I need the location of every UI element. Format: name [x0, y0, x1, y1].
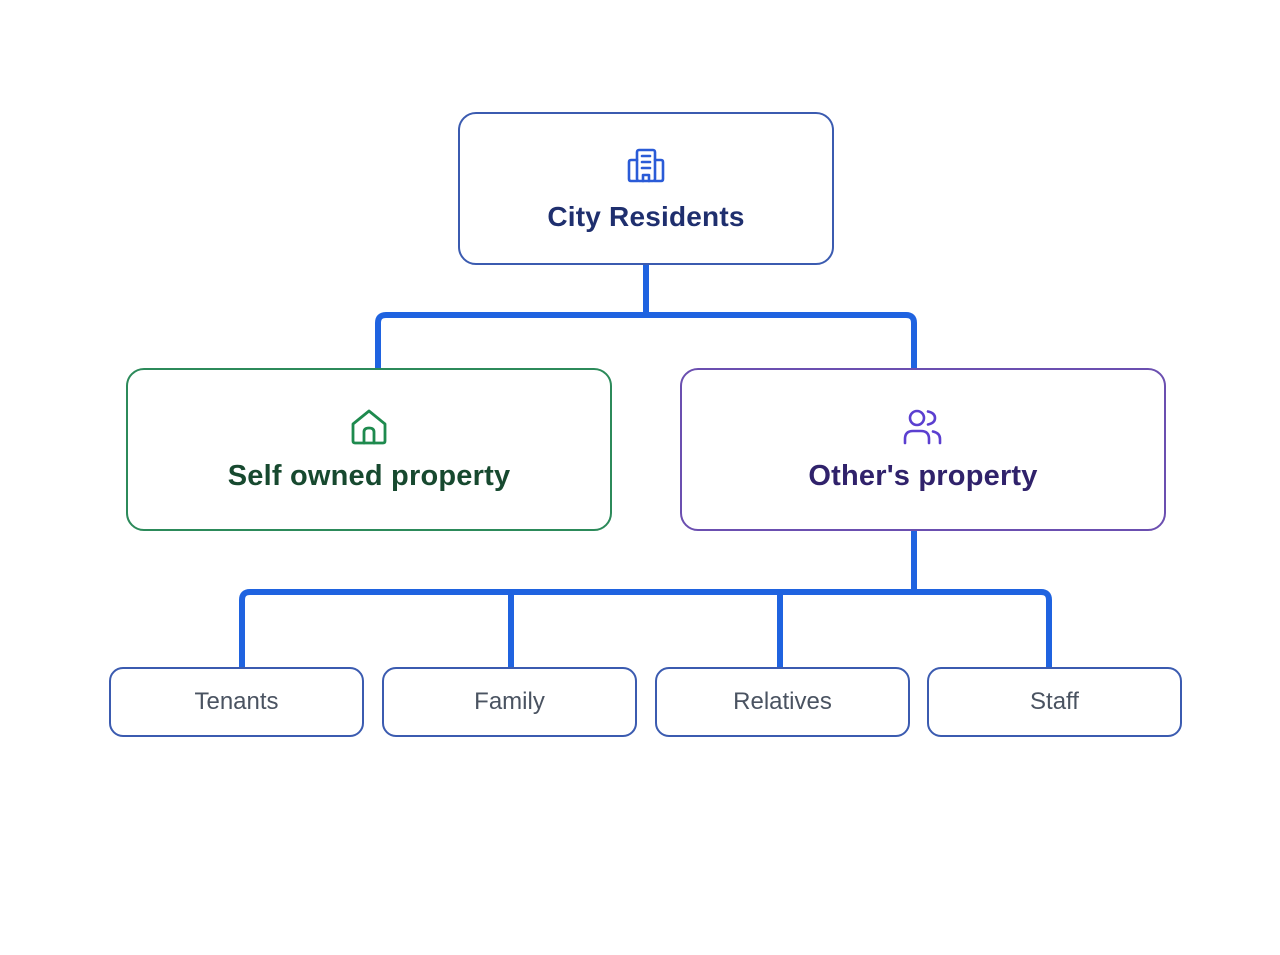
others-property-title: Other's property: [808, 460, 1038, 492]
leaf-label: Tenants: [194, 688, 279, 715]
leaf-label: Family: [474, 688, 545, 715]
root-node: City Residents: [458, 112, 834, 265]
leaf-connector: [239, 589, 1052, 667]
root-title: City Residents: [547, 200, 745, 232]
leaf-node-family: Family: [382, 667, 637, 737]
self-owned-title: Self owned property: [227, 460, 511, 492]
leaf-label: Staff: [1030, 688, 1079, 715]
building-icon: [627, 148, 665, 182]
leaf-label: Relatives: [733, 688, 832, 715]
users-icon: [903, 409, 942, 445]
leaf-node-staff: Staff: [927, 667, 1182, 737]
branch-connector: [375, 312, 917, 368]
house-icon: [351, 409, 387, 445]
others-property-node: Other's property: [680, 368, 1166, 531]
leaf-node-tenants: Tenants: [109, 667, 364, 737]
leaf-node-relatives: Relatives: [655, 667, 910, 737]
self-owned-node: Self owned property: [126, 368, 612, 531]
